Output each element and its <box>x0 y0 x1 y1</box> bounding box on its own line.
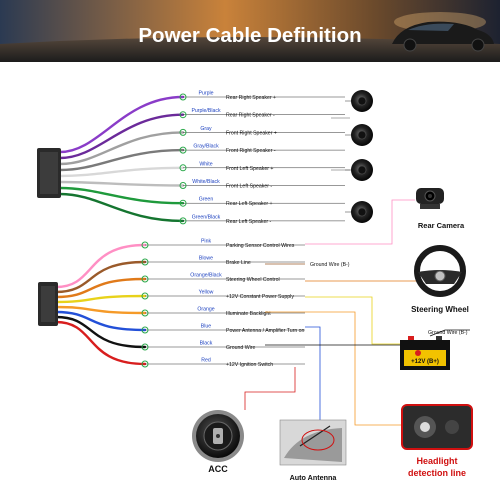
wire-wires2-7 <box>54 320 147 366</box>
wire-function-label: Rear Left Speaker - <box>226 219 272 225</box>
wire-function-label: Front Left Speaker + <box>226 166 273 172</box>
terminal-marker <box>179 217 187 225</box>
wire-function-label: +12V Ignition Switch <box>226 362 273 368</box>
speaker-icon <box>345 90 373 112</box>
wire-function-label: Ground Wire <box>226 345 256 351</box>
wire-function-label: +12V Constant Power Supply <box>226 294 294 300</box>
wire-color-label: Black <box>200 341 213 347</box>
headlight-label-2: detection line <box>408 468 466 478</box>
terminal-marker <box>141 360 149 368</box>
terminal-marker <box>179 199 187 207</box>
connector-1 <box>37 148 61 198</box>
terminal-marker <box>179 182 187 189</box>
speaker-icon <box>345 201 373 223</box>
terminal-marker <box>141 326 149 334</box>
wire-color-label: Green <box>199 197 214 203</box>
wire-color-label: White/Black <box>192 179 220 185</box>
wire-color-label: Blowe <box>199 256 213 262</box>
acc-label: ACC <box>208 464 228 474</box>
device-links <box>244 117 470 441</box>
ignition-acc-image <box>192 410 244 462</box>
wire-wires1-7 <box>58 192 185 223</box>
wire-color-label: Purple/Black <box>191 108 221 114</box>
wire-function-label: Front Right Speaker - <box>226 148 276 154</box>
wire-function-label: Front Right Speaker + <box>226 130 277 136</box>
wire-wires1-6 <box>58 186 185 205</box>
wire-wires1-0 <box>58 95 185 154</box>
wire-color-label: Gray <box>200 126 212 132</box>
terminal-marker <box>141 241 149 249</box>
wire-color-label: Green/Black <box>192 214 221 220</box>
headlight-image <box>401 404 473 450</box>
rear-camera-image <box>416 188 444 209</box>
sports-car-image <box>392 21 494 52</box>
terminal-marker <box>179 128 187 136</box>
wire-wires2-5 <box>54 310 147 332</box>
wire-function-label: Parking Sensor Control Wires <box>226 243 295 249</box>
wire-function-label: Brake Line <box>226 260 251 266</box>
page-title: Power Cable Definition <box>138 24 361 47</box>
terminal-marker <box>141 292 149 300</box>
speaker-icon <box>345 124 373 146</box>
steering-wheel-image <box>414 245 466 297</box>
battery-label: +12V (B+) <box>411 359 439 365</box>
terminal-marker <box>179 111 187 119</box>
wire-function-label: Steering Wheel Control <box>226 277 280 283</box>
wire-function-label: Power Antenna / Amplifier Turn on <box>226 328 305 334</box>
wire-function-label: Rear Right Speaker - <box>226 113 275 119</box>
wire-wires2-6 <box>54 315 147 349</box>
wire-color-label: Orange/Black <box>190 273 222 279</box>
header-banner <box>0 0 500 62</box>
wire-wires1-4 <box>58 166 185 178</box>
wire-wires1-1 <box>58 113 185 160</box>
wire-function-label: Illuminate Backlight <box>226 311 271 317</box>
speakers <box>345 90 373 223</box>
steering-wheel-label: Steering Wheel <box>411 305 469 314</box>
wire-wires2-4 <box>54 305 147 315</box>
headlight-label: Headlight <box>416 456 457 466</box>
rear-camera-label: Rear Camera <box>418 221 465 230</box>
wire-color-label: Blue <box>201 324 211 330</box>
wire-wires2-0 <box>54 243 147 289</box>
wire-color-label: Yellow <box>199 290 214 296</box>
terminal-marker <box>141 309 149 317</box>
terminal-marker <box>179 164 187 172</box>
wire-wires1-5 <box>58 180 185 187</box>
terminal-marker <box>179 93 187 101</box>
wire-color-label: Red <box>201 358 211 364</box>
terminal-marker <box>141 275 149 283</box>
terminal-marker <box>141 258 149 266</box>
battery-ground-label: Ground Wire (B-) <box>428 330 468 336</box>
wire-color-label: White <box>199 161 212 167</box>
wire-color-label: Orange <box>197 307 214 313</box>
wire-function-label: Rear Left Speaker + <box>226 201 273 207</box>
terminal-marker <box>179 146 187 154</box>
wire-wires1-2 <box>58 131 185 166</box>
wire-wires1-3 <box>58 148 185 172</box>
wire-wires2-1 <box>54 260 147 294</box>
wire-wires2-3 <box>54 294 147 304</box>
auto-antenna-image <box>279 419 347 466</box>
wire-wires2-2 <box>54 277 147 299</box>
wire-function-label: Rear Right Speaker + <box>226 95 276 101</box>
connector-2 <box>38 282 58 326</box>
wire-color-label: Pink <box>201 239 211 245</box>
wire-color-label: Purple <box>199 91 214 97</box>
brake-ground-label: Ground Wire (B-) <box>310 262 350 268</box>
battery-image: Ground Wire (B-) +12V (B+) <box>400 330 468 370</box>
auto-antenna-label: Auto Antenna <box>290 473 338 482</box>
wire-function-label: Front Left Speaker - <box>226 184 272 190</box>
wire-color-label: Gray/Black <box>193 144 219 150</box>
terminal-marker <box>141 343 149 351</box>
